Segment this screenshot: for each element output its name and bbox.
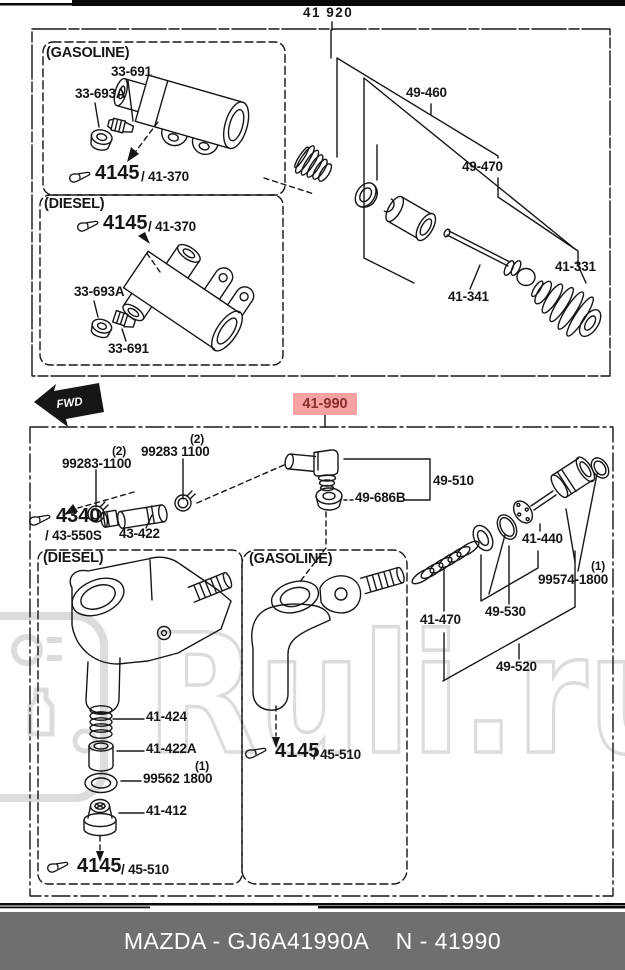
label-99283-1100-right: 99283 1100 [141, 444, 210, 459]
label-qty-clamp-left: (2) [112, 444, 127, 458]
spring-41-470-drawing [411, 540, 480, 585]
label-qty-99562: (1) [195, 759, 210, 773]
label-lower-gasoline-title: (GASOLINE) [249, 551, 333, 567]
label-41-920: 41 920 [303, 5, 354, 20]
label-41-424: 41-424 [146, 709, 187, 724]
label-ref-41-370-gasoline: / 41-370 [141, 169, 189, 184]
footer-part-number: MAZDA - GJ6A41990A N - 41990 [123, 927, 502, 954]
label-33-693a-diesel: 33-693A [74, 284, 125, 299]
label-49-470: 49-470 [462, 159, 503, 174]
label-ref-4340: 4340 [56, 505, 101, 527]
spring-41-424-drawing [89, 705, 113, 739]
slave-cylinder-gasoline-drawing [113, 74, 250, 156]
label-49-460: 49-460 [406, 85, 447, 100]
label-41-341: 41-341 [448, 289, 489, 304]
boot-41-331-drawing [531, 280, 602, 338]
cup-washer-drawing [472, 524, 494, 552]
watermark-ruli-logo-icon [0, 612, 108, 802]
elbow-joint-drawing [284, 449, 339, 492]
label-49-686b: 49-686B [355, 490, 406, 505]
label-qty-clamp-right: (2) [190, 432, 205, 446]
cylinder-part-drawing [383, 195, 437, 242]
label-41-470: 41-470 [420, 612, 461, 627]
label-ref-4145-lower-gasoline: 4145 [275, 740, 320, 762]
label-99574-1800: 99574-1800 [538, 572, 609, 587]
bleeder-screw-gasoline-drawing [107, 117, 135, 134]
label-43-422: 43-422 [119, 526, 160, 541]
label-41-990: 41-990 [302, 396, 348, 412]
label-33-693a-gasoline: 33-693A [75, 86, 126, 101]
label-33-691-gasoline: 33-691 [111, 64, 152, 79]
label-ref-45-510-lower-diesel: / 45-510 [121, 862, 169, 877]
joint-nut-49-686b-drawing [315, 487, 343, 511]
master-cylinder-diesel-drawing [69, 556, 233, 714]
slave-cylinder-diesel-drawing [122, 243, 255, 352]
label-ref-45-510-lower-gasoline: / 45-510 [313, 747, 361, 762]
label-49-510: 49-510 [433, 473, 474, 488]
label-top-gasoline-title: (GASOLINE) [46, 45, 130, 61]
push-rod-drawing [443, 228, 536, 287]
valve-cap-41-412-drawing [83, 798, 117, 837]
top-leader-lines [93, 21, 587, 342]
cap-diesel-drawing [90, 318, 113, 339]
label-ref-4145-diesel: 4145 [103, 212, 148, 234]
label-99283-1100-left: 99283-1100 [62, 456, 132, 471]
label-49-520: 49-520 [496, 659, 537, 674]
label-41-412: 41-412 [146, 803, 187, 818]
label-41-440: 41-440 [522, 531, 563, 546]
hose-assembly-drawing [87, 490, 196, 530]
bushing-41-422a-drawing [88, 740, 114, 772]
washer-99562-drawing [84, 772, 118, 794]
highlighted-group-41-990: 41-990 [293, 393, 357, 415]
watermark-text: Ruli.ru [146, 599, 625, 791]
label-49-530: 49-530 [485, 604, 526, 619]
top-diesel-subbox [39, 194, 284, 366]
piston-assembly-drawing [512, 456, 610, 524]
label-qty-99574: (1) [591, 559, 606, 573]
label-41-422a: 41-422A [146, 741, 197, 756]
label-ref-41-370-diesel: / 41-370 [148, 219, 196, 234]
label-ref-4145-gasoline: 4145 [95, 162, 140, 184]
label-ref-4145-lower-diesel: 4145 [77, 855, 122, 877]
plug-drawing [354, 182, 378, 208]
lower-leader-lines [64, 414, 598, 862]
label-41-331: 41-331 [555, 259, 596, 274]
top-section-box [31, 28, 611, 377]
bleeder-screw-diesel-drawing [112, 309, 137, 328]
master-cylinder-gasoline-drawing [251, 566, 405, 711]
scan-artifact-bars [0, 0, 625, 909]
label-lower-diesel-title: (DIESEL) [43, 550, 104, 566]
fwd-arrow [34, 383, 104, 427]
fwd-arrow-label: FWD [56, 396, 83, 411]
label-top-diesel-title: (DIESEL) [44, 196, 105, 212]
label-99562-1800: 99562 1800 [143, 771, 213, 786]
footer-bar: MAZDA - GJ6A41990A N - 41990 [0, 912, 625, 970]
label-33-691-diesel: 33-691 [108, 341, 149, 356]
cap-gasoline-drawing [90, 129, 113, 151]
label-ref-43-550s: / 43-550S [45, 528, 102, 543]
o-ring-drawing [496, 514, 518, 540]
boot-small-drawing [294, 145, 333, 182]
